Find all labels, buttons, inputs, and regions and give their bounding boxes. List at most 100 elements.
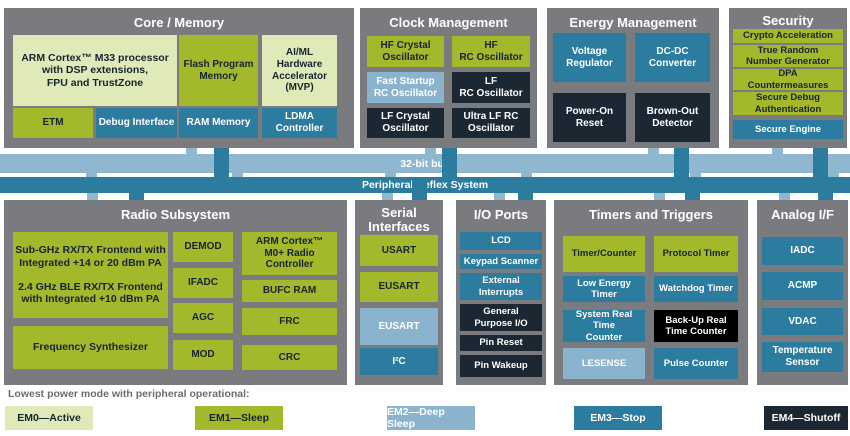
panel-energy-management: Energy Management Voltage Regulator DC-D… (547, 8, 719, 148)
box-system-real-time-counter: System Real Time Counter (563, 309, 645, 343)
box-i2c: I²C (360, 348, 438, 375)
box-power-on-reset: Power-On Reset (553, 93, 626, 142)
bus-connector (654, 193, 665, 200)
bus-connector (521, 173, 532, 177)
panel-core-memory: Core / Memory ARM Cortex™ M33 processor … (4, 8, 354, 148)
box-usart: USART (360, 235, 438, 266)
bus-connector (186, 148, 197, 154)
box-external-interrupts: External Interrupts (460, 273, 542, 300)
panel-energy-management-title: Energy Management (569, 15, 697, 30)
bus-connector (129, 177, 144, 200)
bus-connector (385, 173, 396, 177)
box-brown-out-detector: Brown-Out Detector (635, 93, 710, 142)
box-lf-rc-oscillator: LF RC Oscillator (452, 72, 530, 103)
box-ldma-controller: LDMA Controller (262, 108, 337, 138)
box-subghz-frontend-label: Sub-GHz RX/TX Frontend with Integrated +… (15, 244, 166, 269)
box-temperature-sensor: Temperature Sensor (762, 342, 843, 372)
box-eusart-2: EUSART (360, 308, 438, 345)
box-lf-crystal-oscillator: LF Crystal Oscillator (367, 108, 444, 138)
bus-connector (86, 173, 97, 177)
legend-em0-active: EM0—Active (5, 406, 93, 430)
panel-radio-subsystem-title: Radio Subsystem (120, 207, 231, 222)
bus-connector (813, 148, 828, 177)
box-low-energy-timer: Low Energy Timer (563, 276, 645, 302)
panel-timers-triggers-title: Timers and Triggers (588, 207, 714, 222)
bus-connector (232, 173, 243, 177)
box-arm-cortex-m0-radio-controller: ARM Cortex™ M0+ Radio Controller (242, 232, 337, 275)
box-protocol-timer: Protocol Timer (654, 236, 738, 272)
box-ifadc: IFADC (173, 268, 233, 298)
bus-connector (442, 148, 457, 177)
box-backup-real-time-counter: Back-Up Real Time Counter (654, 310, 738, 342)
panel-radio-subsystem: Radio Subsystem Sub-GHz RX/TX Frontend w… (4, 200, 347, 385)
panel-core-memory-title: Core / Memory (133, 15, 225, 30)
box-iadc: IADC (762, 237, 843, 265)
box-pulse-counter: Pulse Counter (654, 348, 738, 379)
panel-timers-triggers: Timers and Triggers Timer/Counter Protoc… (554, 200, 748, 385)
legend-em3-stop: EM3—Stop (574, 406, 662, 430)
bus-connector (87, 193, 98, 200)
box-crc: CRC (242, 345, 337, 370)
box-secure-engine: Secure Engine (733, 120, 843, 139)
bus-connector (685, 177, 700, 200)
box-ultra-lf-rc-oscillator: Ultra LF RC Oscillator (452, 108, 530, 138)
panel-analog-if-title: Analog I/F (771, 207, 834, 222)
panel-clock-management-title: Clock Management (389, 15, 508, 30)
bus-connector (382, 193, 393, 200)
box-secure-debug-authentication: Secure Debug Authentication (733, 92, 843, 115)
box-pin-wakeup: Pin Wakeup (460, 355, 542, 377)
panel-security-title: Security (762, 13, 814, 28)
box-true-random-number-generator: True Random Number Generator (733, 45, 843, 67)
box-lcd: LCD (460, 232, 542, 250)
bus-connector (690, 173, 701, 177)
panel-clock-management: Clock Management HF Crystal Oscillator H… (360, 8, 537, 148)
box-eusart-1: EUSART (360, 272, 438, 302)
box-keypad-scanner: Keypad Scanner (460, 254, 542, 269)
box-hf-rc-oscillator: HF RC Oscillator (452, 36, 530, 67)
bus-connector (648, 148, 659, 154)
box-agc: AGC (173, 303, 233, 333)
bus-connector (772, 148, 783, 154)
box-general-purpose-io: General Purpose I/O (460, 304, 542, 331)
bus-connector (779, 193, 790, 200)
panel-analog-if: Analog I/F IADC ACMP VDAC Temperature Se… (757, 200, 848, 385)
bus-connector (494, 193, 505, 200)
box-voltage-regulator: Voltage Regulator (553, 33, 626, 82)
legend-em1-sleep: EM1—Sleep (195, 406, 283, 430)
box-etm: ETM (13, 108, 93, 138)
box-crypto-acceleration: Crypto Acceleration (733, 29, 843, 43)
box-dpa-countermeasures: DPA Countermeasures (733, 68, 843, 91)
box-bufc-ram: BUFC RAM (242, 280, 337, 302)
panel-security: Security Crypto Acceleration True Random… (729, 8, 847, 148)
bus-connector (818, 177, 833, 200)
bus-connector (425, 148, 436, 154)
box-lesense: LESENSE (563, 348, 645, 379)
box-aiml-accelerator: AI/ML Hardware Accelerator (MVP) (262, 35, 337, 106)
legend-em2-deep-sleep: EM2—Deep Sleep (387, 406, 475, 430)
box-pin-reset: Pin Reset (460, 335, 542, 351)
box-mod: MOD (173, 340, 233, 370)
box-dcdc-converter: DC-DC Converter (635, 33, 710, 82)
box-arm-cortex-m33: ARM Cortex™ M33 processor with DSP exten… (13, 35, 177, 106)
box-debug-interface: Debug Interface (96, 108, 177, 138)
box-ble-frontend-label: 2.4 GHz BLE RX/TX Frontend with Integrat… (18, 281, 163, 306)
box-hf-crystal-oscillator: HF Crystal Oscillator (367, 36, 444, 67)
box-radio-frontends: Sub-GHz RX/TX Frontend with Integrated +… (13, 232, 168, 318)
box-frequency-synthesizer: Frequency Synthesizer (13, 326, 168, 369)
box-frc: FRC (242, 308, 337, 335)
box-vdac: VDAC (762, 308, 843, 335)
legend-caption: Lowest power mode with peripheral operat… (8, 388, 250, 400)
panel-io-ports-title: I/O Ports (473, 207, 529, 222)
legend-em4-shutoff: EM4—Shutoff (764, 406, 848, 430)
bus-connector (214, 148, 229, 177)
bus-connector (674, 148, 689, 177)
panel-io-ports: I/O Ports LCD Keypad Scanner External In… (456, 200, 546, 385)
bus-connector (518, 177, 533, 200)
panel-serial-interfaces: Serial Interfaces USART EUSART EUSART I²… (355, 200, 443, 385)
box-watchdog-timer: Watchdog Timer (654, 276, 738, 302)
box-ram-memory: RAM Memory (179, 108, 258, 138)
bus-32bit-label: 32-bit bus (400, 157, 450, 170)
panel-serial-interfaces-title: Serial Interfaces (368, 205, 430, 235)
box-demod: DEMOD (173, 232, 233, 262)
